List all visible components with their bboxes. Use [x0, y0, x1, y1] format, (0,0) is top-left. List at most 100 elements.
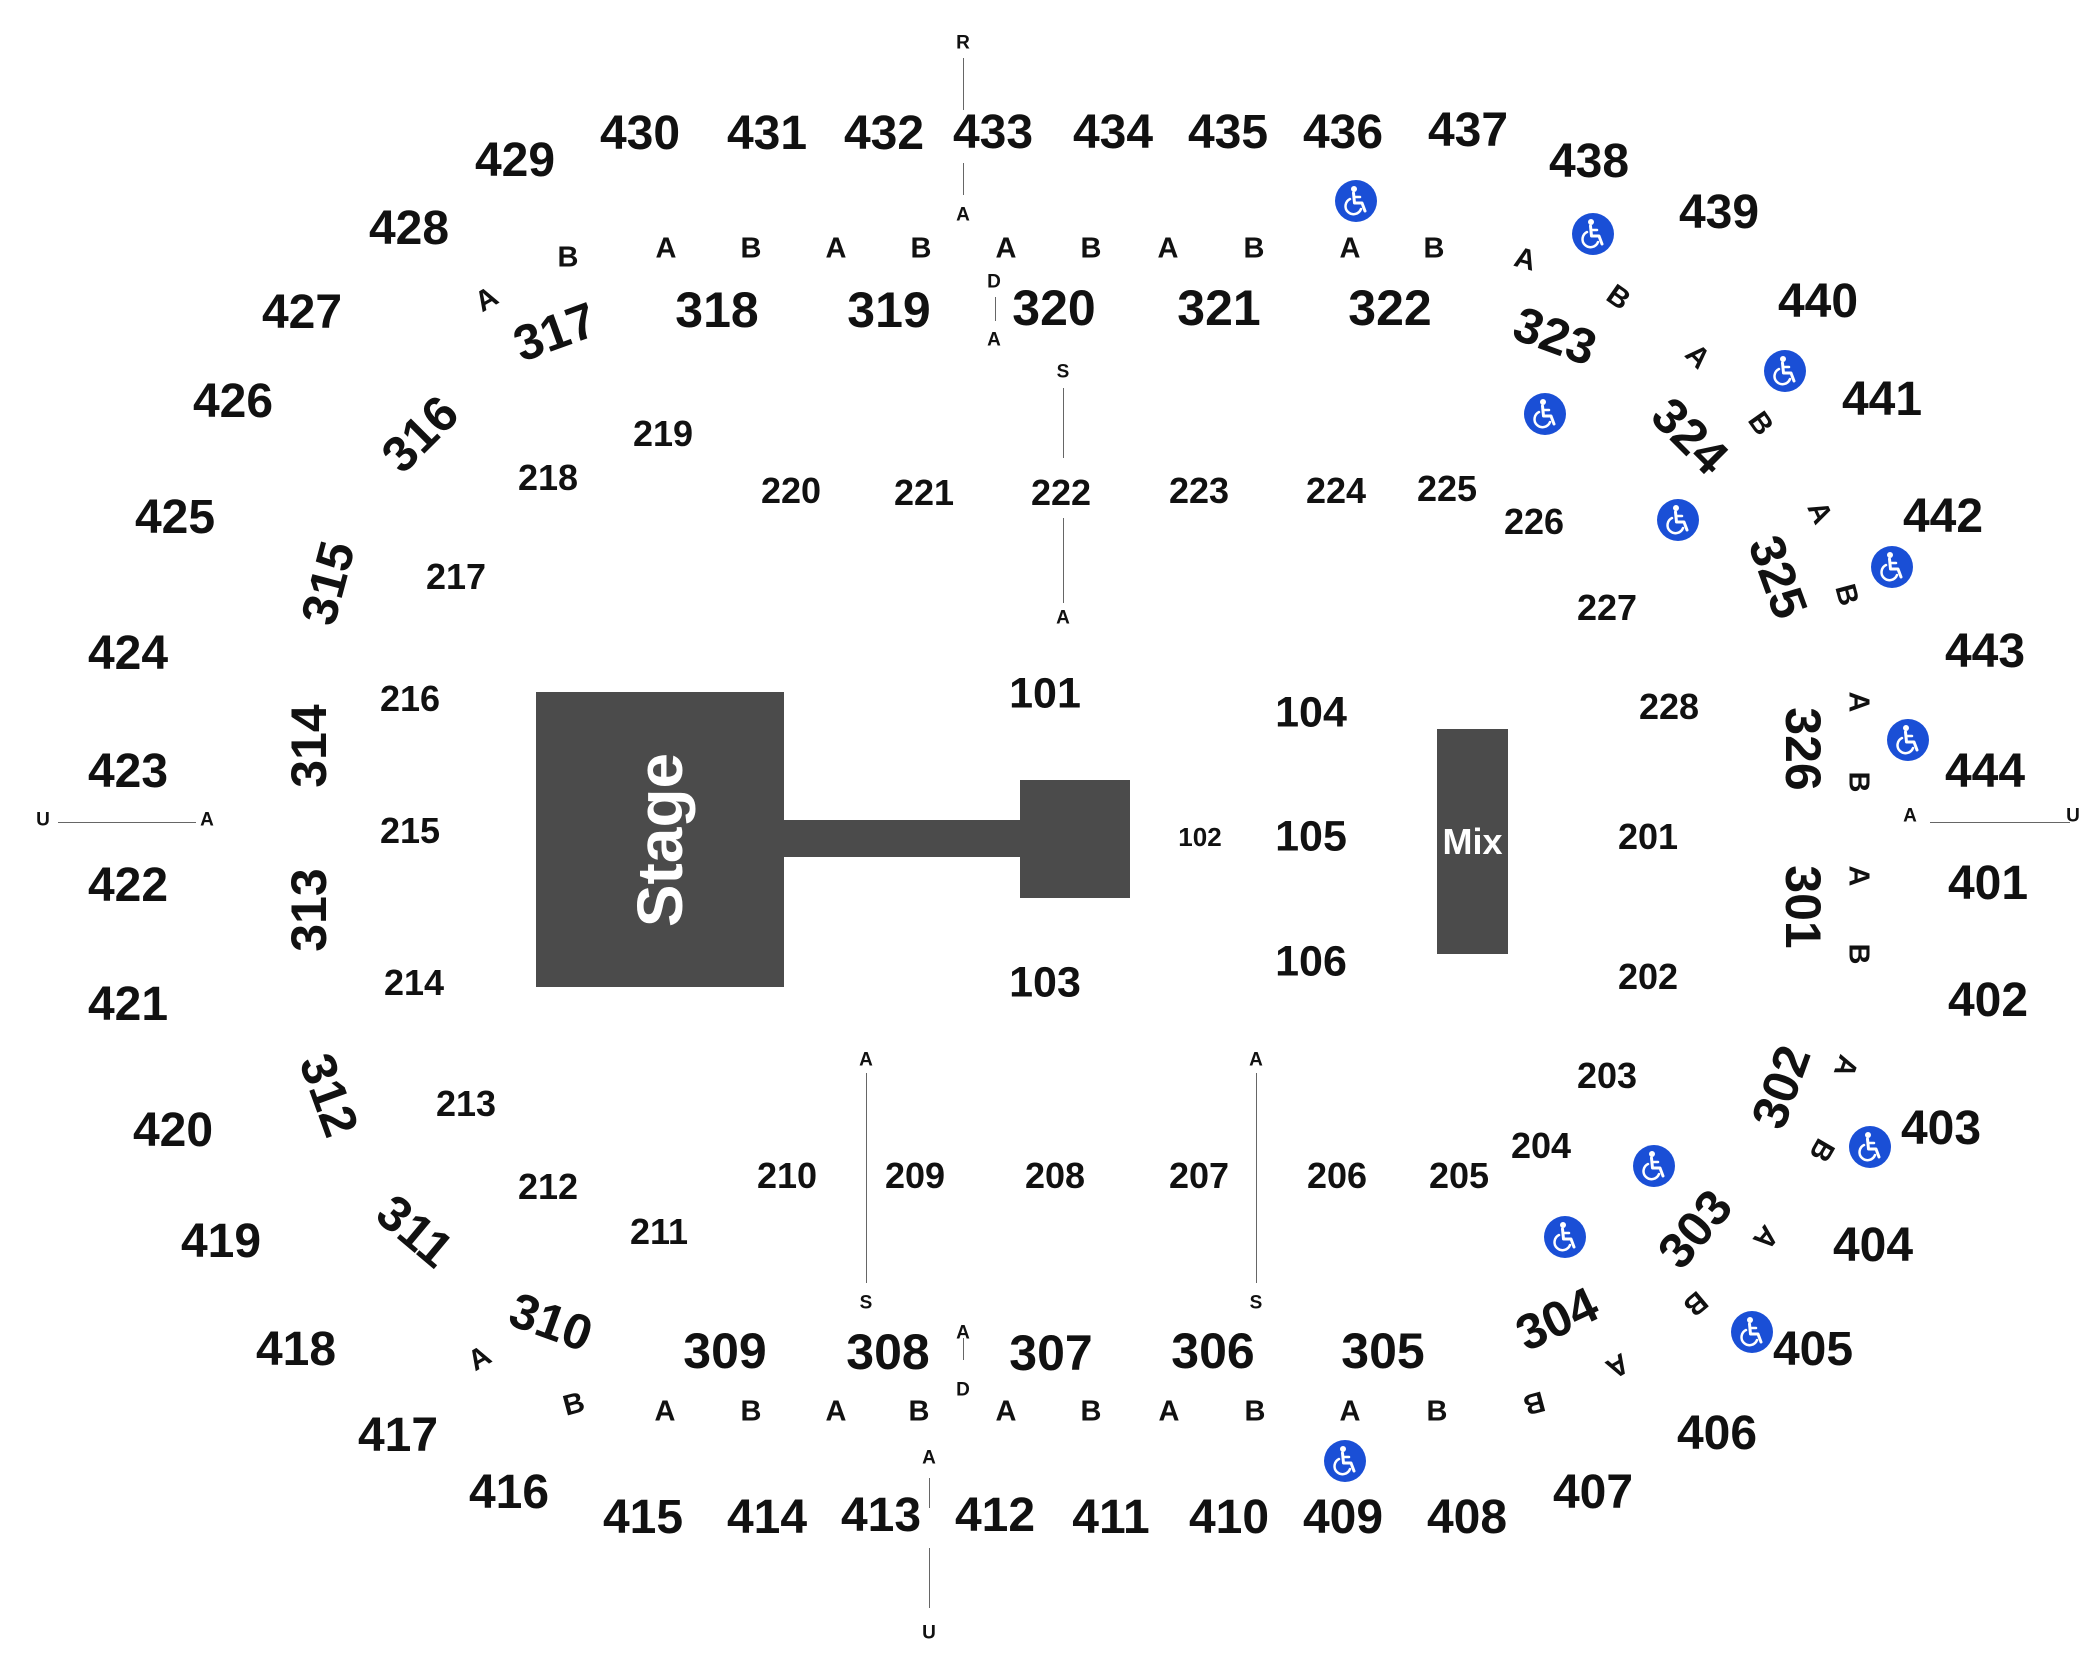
- wheelchair-icon[interactable]: [1763, 349, 1807, 393]
- section-435[interactable]: 435: [1187, 106, 1269, 159]
- section-209[interactable]: 209: [884, 1155, 946, 1196]
- section-320[interactable]: 320: [1012, 280, 1096, 336]
- section-411[interactable]: 411: [1072, 1491, 1150, 1544]
- section-405[interactable]: 405: [1772, 1323, 1854, 1376]
- section-218[interactable]: 218: [517, 457, 579, 498]
- section-414[interactable]: 414: [726, 1491, 808, 1544]
- section-313[interactable]: 313: [281, 868, 337, 952]
- section-206[interactable]: 206: [1306, 1155, 1368, 1196]
- section-306[interactable]: 306: [1171, 1323, 1255, 1379]
- section-222[interactable]: 222: [1030, 472, 1092, 513]
- section-437[interactable]: 437: [1427, 104, 1509, 157]
- section-422[interactable]: 422: [87, 859, 169, 912]
- wheelchair-icon[interactable]: [1523, 392, 1567, 436]
- section-444[interactable]: 444: [1944, 745, 2026, 798]
- section-421[interactable]: 421: [87, 978, 169, 1031]
- section-217[interactable]: 217: [425, 556, 487, 597]
- section-317[interactable]: 317: [506, 291, 604, 373]
- section-204[interactable]: 204: [1510, 1125, 1572, 1166]
- section-302[interactable]: 302: [1740, 1038, 1822, 1136]
- section-441[interactable]: 441: [1841, 373, 1923, 426]
- section-201[interactable]: 201: [1617, 816, 1679, 857]
- section-223[interactable]: 223: [1168, 470, 1230, 511]
- section-323[interactable]: 323: [1506, 295, 1604, 377]
- section-412[interactable]: 412: [954, 1489, 1036, 1542]
- section-227[interactable]: 227: [1576, 587, 1638, 628]
- section-224[interactable]: 224: [1305, 470, 1367, 511]
- section-443[interactable]: 443: [1944, 625, 2026, 678]
- wheelchair-icon[interactable]: [1334, 179, 1378, 223]
- section-103[interactable]: 103: [1009, 958, 1081, 1007]
- section-442[interactable]: 442: [1902, 490, 1984, 543]
- wheelchair-icon[interactable]: [1656, 498, 1700, 542]
- section-420[interactable]: 420: [132, 1104, 214, 1157]
- wheelchair-icon[interactable]: [1886, 718, 1930, 762]
- section-432[interactable]: 432: [843, 107, 925, 160]
- section-419[interactable]: 419: [180, 1215, 262, 1268]
- section-319[interactable]: 319: [847, 282, 931, 338]
- section-440[interactable]: 440: [1777, 275, 1859, 328]
- section-402[interactable]: 402: [1947, 974, 2029, 1027]
- section-225[interactable]: 225: [1416, 468, 1478, 509]
- section-226[interactable]: 226: [1503, 501, 1565, 542]
- section-305[interactable]: 305: [1341, 1323, 1425, 1379]
- wheelchair-icon[interactable]: [1870, 545, 1914, 589]
- section-212[interactable]: 212: [517, 1166, 579, 1207]
- section-211[interactable]: 211: [629, 1211, 689, 1252]
- section-311[interactable]: 311: [366, 1183, 464, 1279]
- section-310[interactable]: 310: [502, 1281, 600, 1363]
- section-216[interactable]: 216: [379, 678, 441, 719]
- wheelchair-icon[interactable]: [1571, 212, 1615, 256]
- section-214[interactable]: 214: [383, 962, 445, 1003]
- section-423[interactable]: 423: [87, 745, 169, 798]
- section-427[interactable]: 427: [261, 286, 343, 339]
- section-426[interactable]: 426: [192, 375, 274, 428]
- section-424[interactable]: 424: [87, 627, 169, 680]
- section-321[interactable]: 321: [1177, 280, 1261, 336]
- section-439[interactable]: 439: [1678, 186, 1760, 239]
- section-303[interactable]: 303: [1646, 1179, 1744, 1279]
- section-316[interactable]: 316: [370, 384, 470, 484]
- section-401[interactable]: 401: [1947, 857, 2029, 910]
- section-318[interactable]: 318: [675, 282, 759, 338]
- section-208[interactable]: 208: [1024, 1155, 1086, 1196]
- section-203[interactable]: 203: [1576, 1055, 1638, 1096]
- section-416[interactable]: 416: [468, 1466, 550, 1519]
- section-301[interactable]: 301: [1775, 865, 1831, 949]
- section-315[interactable]: 315: [290, 535, 366, 631]
- section-308[interactable]: 308: [846, 1324, 930, 1380]
- section-102[interactable]: 102: [1178, 822, 1222, 852]
- section-434[interactable]: 434: [1072, 106, 1154, 159]
- section-410[interactable]: 410: [1188, 1491, 1270, 1544]
- section-403[interactable]: 403: [1900, 1102, 1982, 1155]
- section-215[interactable]: 215: [379, 810, 441, 851]
- section-104[interactable]: 104: [1275, 688, 1347, 737]
- section-438[interactable]: 438: [1548, 135, 1630, 188]
- section-210[interactable]: 210: [756, 1155, 818, 1196]
- section-205[interactable]: 205: [1428, 1155, 1490, 1196]
- wheelchair-icon[interactable]: [1323, 1439, 1367, 1483]
- section-431[interactable]: 431: [726, 107, 808, 160]
- section-407[interactable]: 407: [1552, 1466, 1634, 1519]
- section-429[interactable]: 429: [474, 134, 556, 187]
- wheelchair-icon[interactable]: [1543, 1215, 1587, 1259]
- section-413[interactable]: 413: [840, 1489, 922, 1542]
- section-314[interactable]: 314: [281, 704, 337, 788]
- section-304[interactable]: 304: [1507, 1275, 1607, 1363]
- section-312[interactable]: 312: [288, 1046, 370, 1144]
- section-322[interactable]: 322: [1348, 280, 1432, 336]
- section-430[interactable]: 430: [599, 107, 681, 160]
- section-415[interactable]: 415: [602, 1491, 684, 1544]
- section-228[interactable]: 228: [1638, 686, 1700, 727]
- section-406[interactable]: 406: [1676, 1407, 1758, 1460]
- section-207[interactable]: 207: [1168, 1155, 1230, 1196]
- section-409[interactable]: 409: [1302, 1491, 1384, 1544]
- section-105[interactable]: 105: [1275, 812, 1347, 861]
- section-101[interactable]: 101: [1009, 669, 1081, 718]
- section-202[interactable]: 202: [1617, 956, 1679, 997]
- section-425[interactable]: 425: [134, 491, 216, 544]
- section-325[interactable]: 325: [1737, 528, 1819, 626]
- section-106[interactable]: 106: [1275, 937, 1347, 986]
- section-418[interactable]: 418: [255, 1323, 337, 1376]
- section-309[interactable]: 309: [683, 1323, 767, 1379]
